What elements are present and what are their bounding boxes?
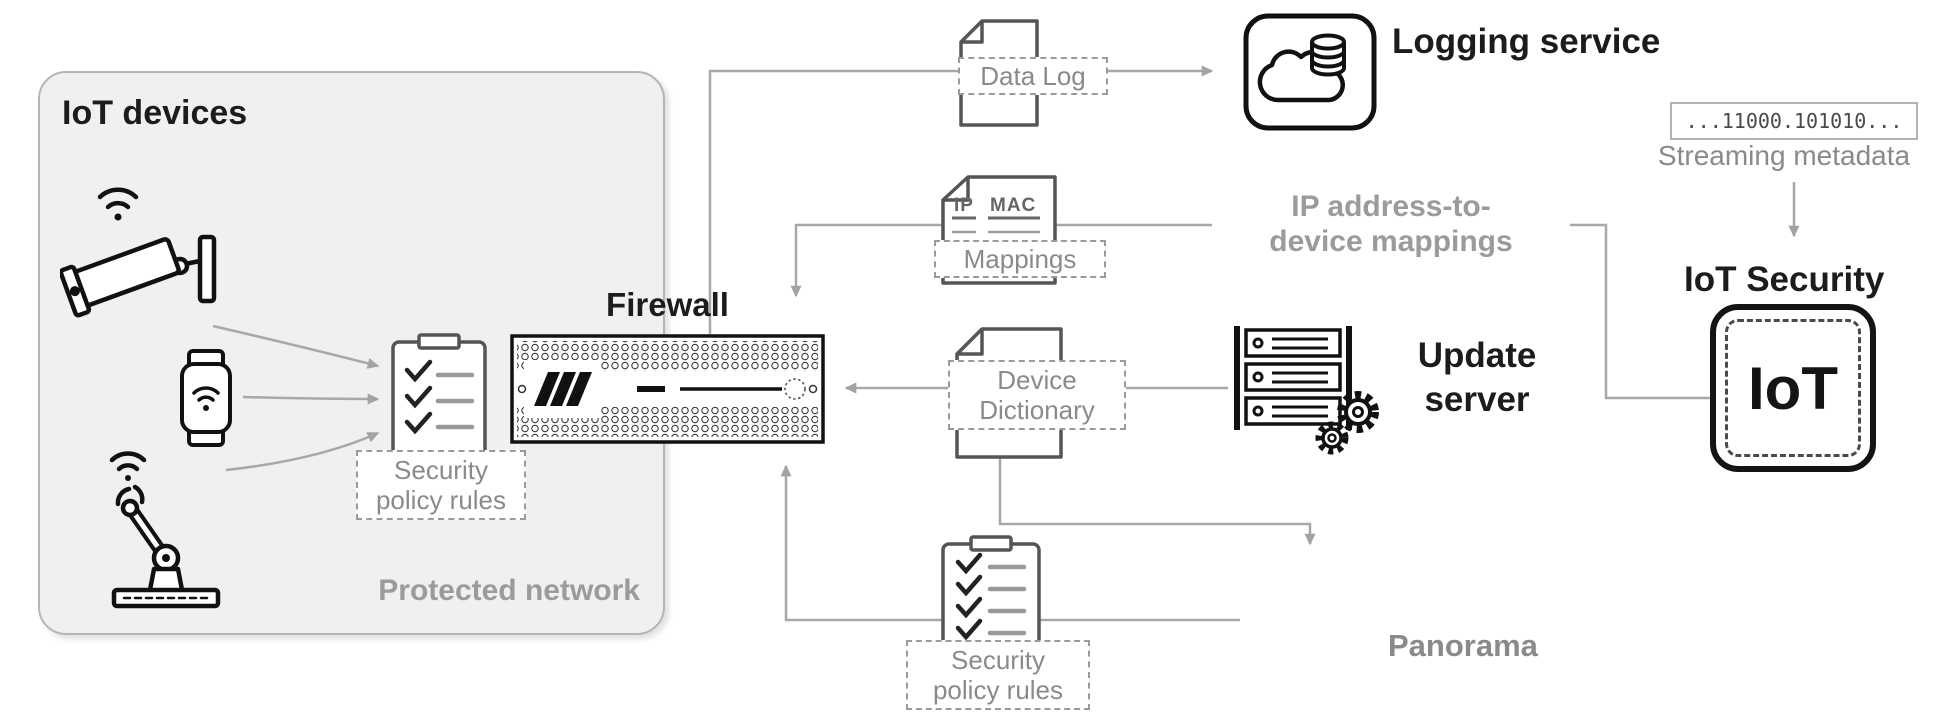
palo-alto-logo [534, 372, 592, 406]
logging-service-icon [1242, 12, 1378, 132]
iot-devices-title: IoT devices [62, 94, 248, 132]
security-policy-rules-bottom-label: Security policy rules [906, 640, 1090, 711]
connector-dictionary-to-panorama [998, 458, 1316, 546]
data-log-label: Data Log [958, 57, 1108, 95]
iot-security-badge: IoT [1748, 354, 1838, 422]
connector-iotsecurity-to-firewall [790, 223, 1710, 400]
panorama-label: Panorama [1388, 628, 1538, 663]
mappings-label: Mappings [934, 240, 1106, 278]
gear-icon [1315, 391, 1379, 455]
security-policy-rules-label: Security policy rules [356, 450, 526, 521]
iot-security-inner-dash [1725, 319, 1861, 457]
ip-mappings-caption: IP address-to- device mappings [1212, 188, 1570, 261]
security-policy-checklist-icon [388, 332, 490, 464]
mac-column-header: MAC [990, 195, 1036, 216]
device-dictionary-label: Device Dictionary [948, 360, 1126, 431]
firewall-title: Firewall [606, 286, 729, 323]
logging-service-title: Logging service [1392, 22, 1661, 61]
database-icon [1310, 33, 1346, 77]
connector-camera-to-rules [212, 324, 380, 369]
iot-security-icon: IoT [1710, 304, 1876, 472]
smartwatch-icon [172, 348, 240, 448]
connector-panorama-to-firewall [780, 464, 1240, 622]
connector-robot-to-rules [225, 431, 380, 472]
streaming-metadata-box: ...11000.101010... [1670, 102, 1918, 140]
ip-column-header: IP [954, 195, 974, 216]
iot-security-title: IoT Security [1684, 260, 1885, 299]
protected-network-label: Protected network [378, 574, 640, 607]
streaming-metadata-label: Streaming metadata [1657, 140, 1911, 171]
connector-watch-to-rules [242, 393, 380, 405]
update-server-title: Update server [1417, 336, 1537, 419]
robot-arm-icon [92, 438, 242, 610]
update-server-icon [1226, 324, 1386, 458]
firewall-appliance-icon [510, 334, 825, 444]
security-camera-icon [60, 165, 235, 355]
